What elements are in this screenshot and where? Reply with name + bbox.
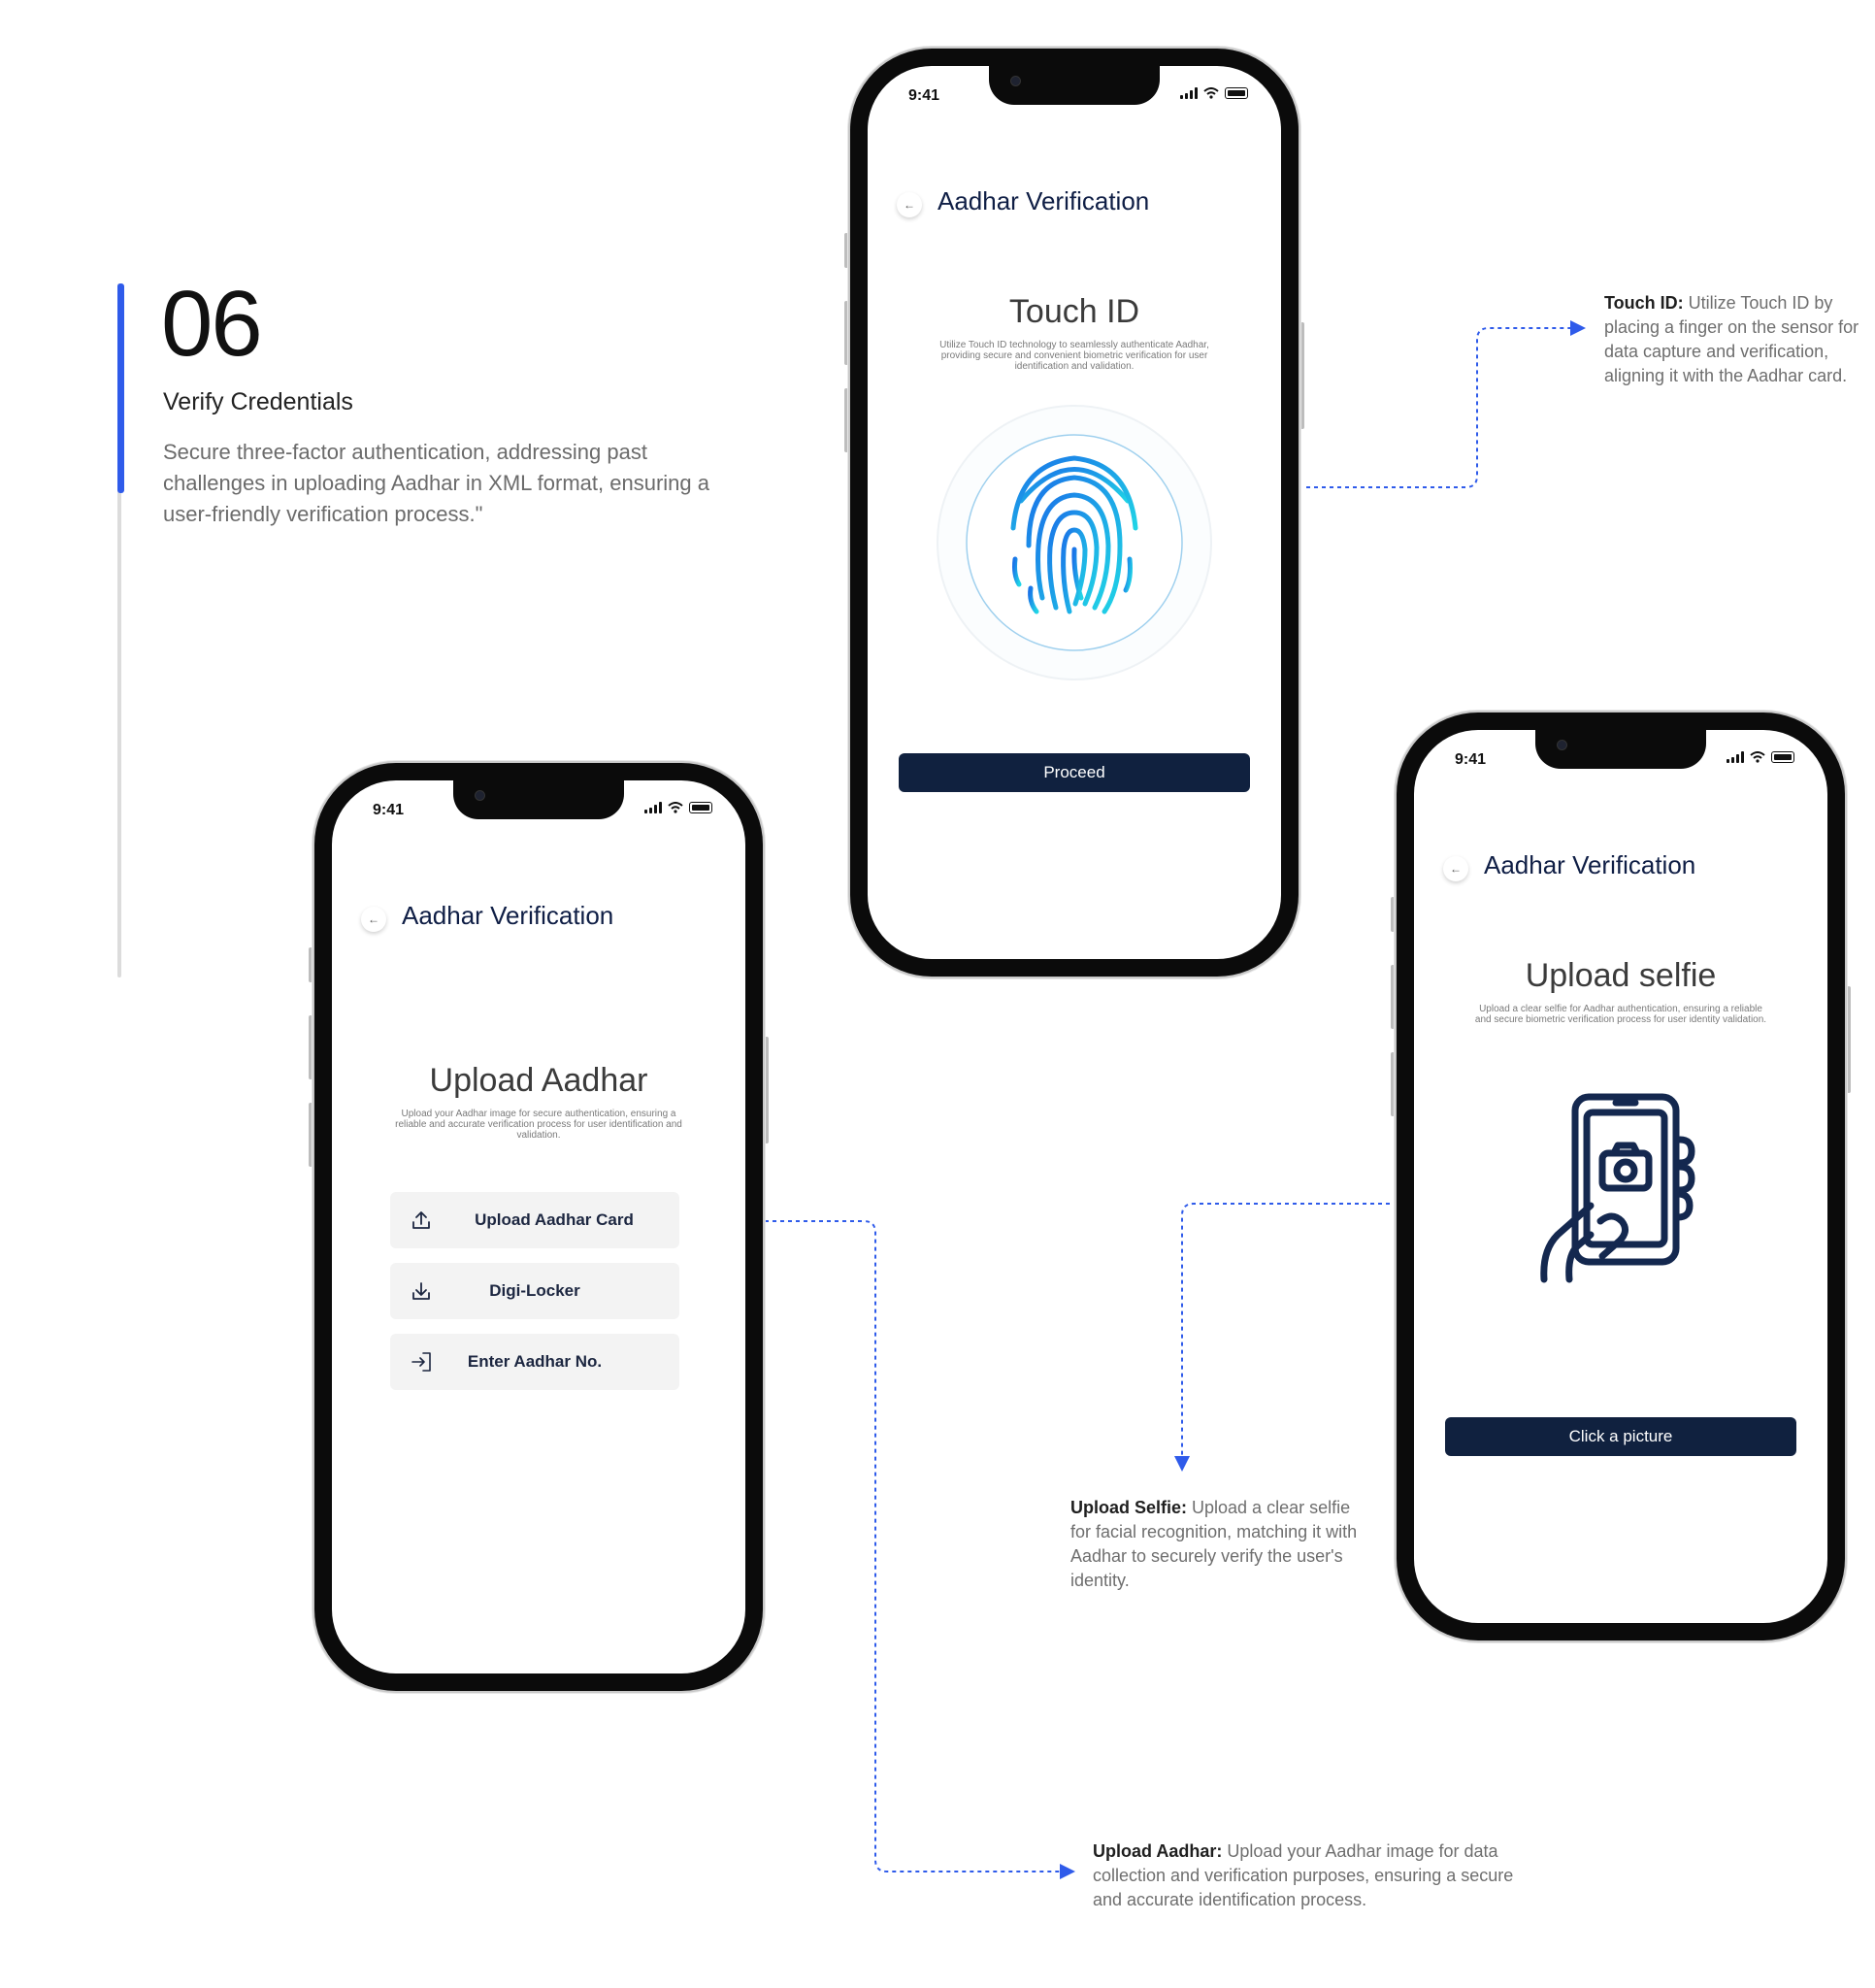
battery-icon	[1771, 751, 1794, 763]
phone-upload-aadhar: 9:41 ← Aadhar Verification Upload Aadhar…	[309, 763, 769, 1691]
status-time: 9:41	[373, 802, 405, 818]
mute-switch	[1391, 897, 1395, 932]
section-title: Verify Credentials	[163, 388, 353, 415]
click-a-picture-button[interactable]: Click a picture	[1445, 1417, 1796, 1456]
annotation-text: Utilize Touch ID by placing a finger on …	[1604, 293, 1859, 385]
volume-up-button	[1391, 965, 1395, 1029]
volume-down-button	[844, 388, 848, 452]
notch	[989, 66, 1160, 105]
wifi-icon	[1203, 87, 1219, 99]
phone-screen: 9:41 ← Aadhar Verification Touch ID Util…	[868, 66, 1281, 959]
wifi-icon	[668, 802, 683, 813]
upload-aadhar-card-button[interactable]: Upload Aadhar Card	[390, 1192, 679, 1248]
back-arrow-icon: ←	[368, 912, 379, 926]
screen-heading: Upload Aadhar	[429, 1062, 648, 1099]
touch-id-annotation: Touch ID: Utilize Touch ID by placing a …	[1604, 291, 1871, 388]
upload-aadhar-annotation: Upload Aadhar: Upload your Aadhar image …	[1093, 1839, 1528, 1912]
screen-description: Upload your Aadhar image for secure auth…	[395, 1109, 682, 1141]
selfie-connector	[1174, 1203, 1390, 1472]
enter-aadhar-no-button[interactable]: Enter Aadhar No.	[390, 1334, 679, 1390]
option-label: Upload Aadhar Card	[475, 1210, 634, 1229]
status-time: 9:41	[908, 87, 940, 104]
back-button[interactable]: ←	[1443, 856, 1468, 881]
signal-icon	[1180, 87, 1198, 99]
annotation-label: Upload Aadhar:	[1093, 1841, 1223, 1861]
upload-icon	[412, 1211, 430, 1229]
touch-connector	[1306, 320, 1586, 488]
screen-description: Upload a clear selfie for Aadhar authent…	[1474, 1004, 1767, 1025]
status-icons	[644, 802, 712, 813]
annotation-label: Upload Selfie:	[1070, 1498, 1188, 1517]
upload-selfie-annotation: Upload Selfie: Upload a clear selfie for…	[1070, 1496, 1362, 1593]
section-description: Secure three-factor authentication, addr…	[163, 440, 709, 526]
status-time: 9:41	[1455, 751, 1487, 768]
screen-heading: Upload selfie	[1525, 957, 1717, 994]
volume-up-button	[309, 1015, 312, 1079]
progress-rail-active	[117, 283, 124, 493]
selfie-phone-icon[interactable]	[1534, 1089, 1701, 1283]
screen-description: Utilize Touch ID technology to seamlessl…	[939, 340, 1209, 372]
battery-icon	[689, 802, 712, 813]
section-number: 06	[161, 272, 263, 376]
screen-heading: Touch ID	[1008, 293, 1140, 330]
notch	[453, 780, 624, 819]
proceed-button[interactable]: Proceed	[899, 753, 1250, 792]
back-arrow-icon: ←	[1450, 862, 1462, 876]
wifi-icon	[1750, 751, 1765, 763]
option-label: Enter Aadhar No.	[467, 1352, 603, 1371]
enter-icon	[411, 1352, 431, 1372]
signal-icon	[644, 802, 662, 813]
aadhar-connector	[695, 1220, 1075, 1879]
app-title: Aadhar Verification	[402, 901, 614, 930]
fingerprint-icon[interactable]	[936, 404, 1213, 681]
camera-dot	[1010, 76, 1021, 86]
mute-switch	[309, 947, 312, 982]
annotation-text: Upload a clear selfie for facial recogni…	[1070, 1498, 1358, 1590]
phone-upload-selfie: 9:41 ← Aadhar Verification Upload selfie…	[1391, 712, 1851, 1640]
app-title: Aadhar Verification	[1484, 850, 1696, 879]
camera-dot	[475, 790, 485, 801]
phone-screen: 9:41 ← Aadhar Verification Upload Aadhar…	[332, 780, 745, 1673]
back-button[interactable]: ←	[897, 192, 922, 217]
phone-touch-id: 9:41 ← Aadhar Verification Touch ID Util…	[844, 49, 1304, 977]
power-button	[1300, 322, 1304, 429]
annotation-label: Touch ID:	[1604, 293, 1684, 313]
power-button	[1847, 986, 1851, 1093]
phone-screen: 9:41 ← Aadhar Verification Upload selfie…	[1414, 730, 1827, 1623]
back-button[interactable]: ←	[361, 907, 386, 932]
power-button	[765, 1037, 769, 1143]
notch	[1535, 730, 1706, 769]
app-title: Aadhar Verification	[938, 186, 1150, 215]
volume-down-button	[309, 1103, 312, 1167]
progress-rail	[117, 283, 121, 977]
signal-icon	[1727, 751, 1744, 763]
option-label: Digi-Locker	[489, 1281, 580, 1300]
digi-locker-button[interactable]: Digi-Locker	[390, 1263, 679, 1319]
status-icons	[1180, 87, 1248, 99]
annotation-text: Upload your Aadhar image for data collec…	[1093, 1841, 1514, 1909]
volume-up-button	[844, 301, 848, 365]
battery-icon	[1225, 87, 1248, 99]
camera-dot	[1557, 740, 1567, 750]
volume-down-button	[1391, 1052, 1395, 1116]
mute-switch	[844, 233, 848, 268]
back-arrow-icon: ←	[904, 198, 915, 212]
download-icon	[412, 1282, 430, 1300]
status-icons	[1727, 751, 1794, 763]
